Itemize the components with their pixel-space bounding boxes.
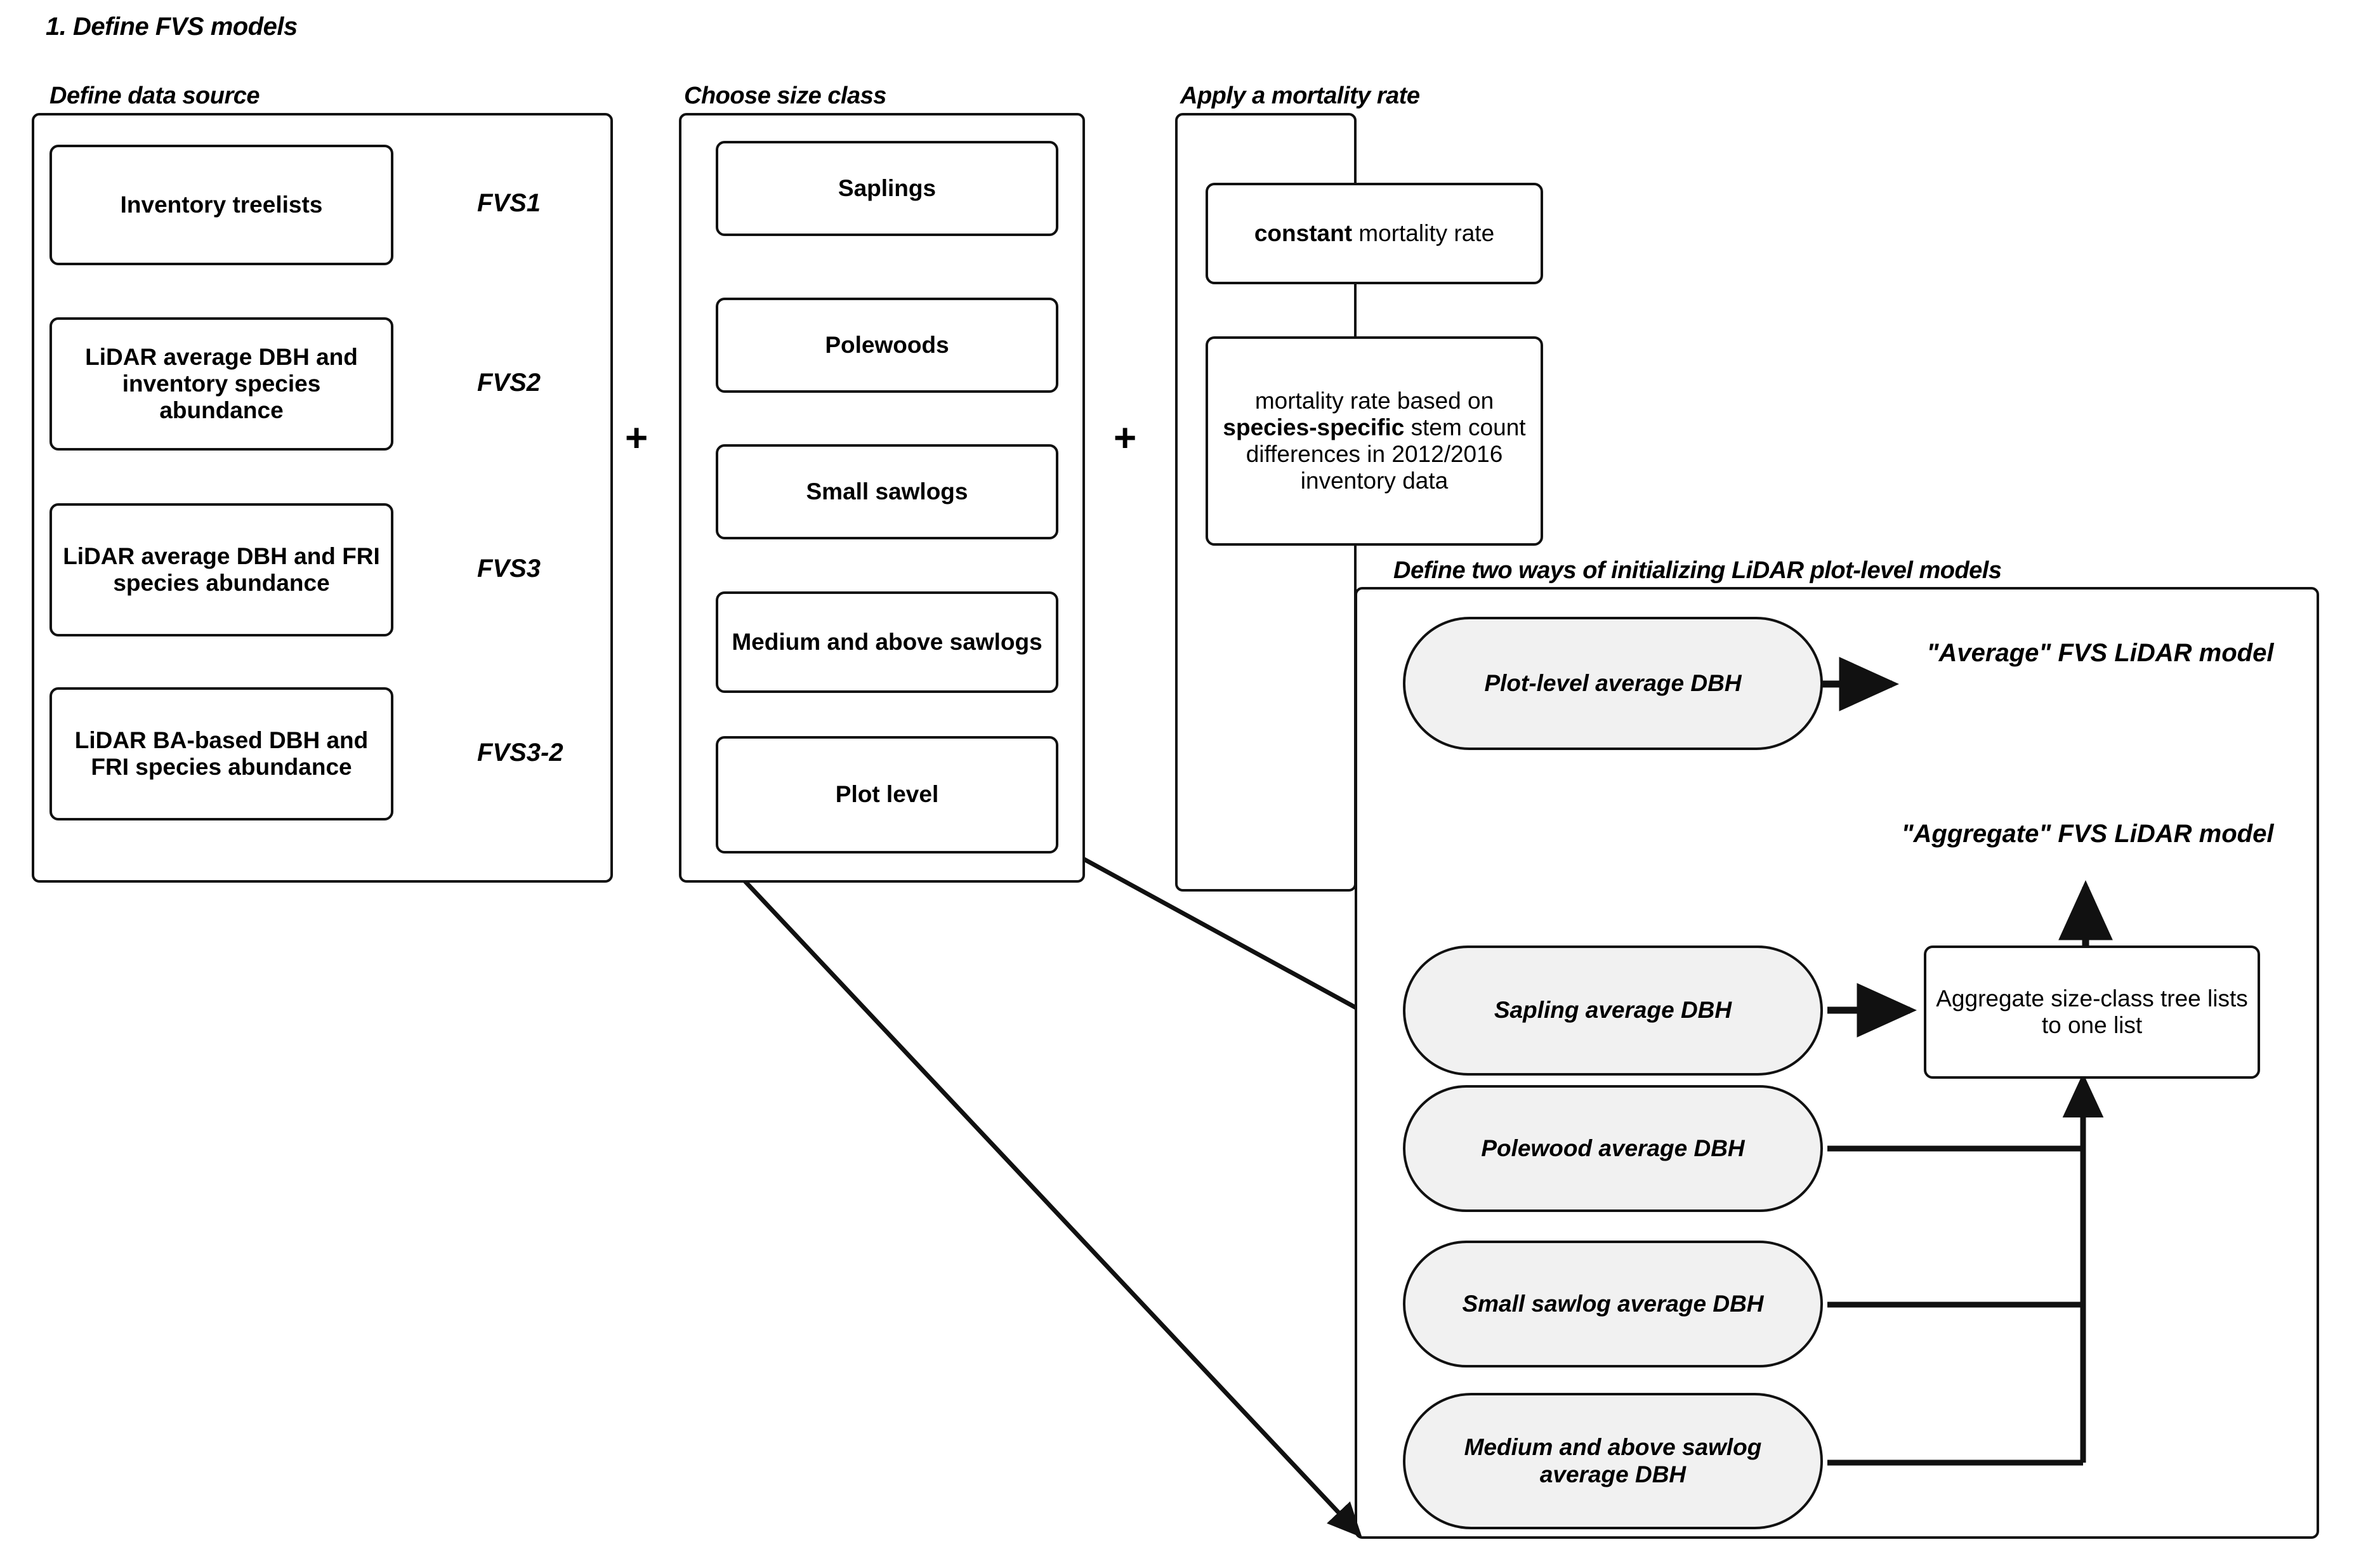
- plus-operator-2: +: [1114, 416, 1137, 460]
- size-class-option-1-label: Saplings: [838, 175, 937, 201]
- data-source-box-1[interactable]: Inventory treelists: [49, 145, 393, 265]
- pill-small-sawlog-average-dbh-label: Small sawlog average DBH: [1462, 1290, 1764, 1317]
- data-source-box-3-label: LiDAR average DBH and FRI species abunda…: [63, 543, 380, 596]
- size-class-option-5[interactable]: Plot level: [716, 736, 1058, 853]
- data-source-box-1-label: Inventory treelists: [120, 191, 323, 218]
- data-source-box-3[interactable]: LiDAR average DBH and FRI species abunda…: [49, 503, 393, 636]
- box-aggregate-size-class-tree-lists-label: Aggregate size-class tree lists to one l…: [1936, 985, 2248, 1038]
- label-aggregate-fvs-lidar-model: "Aggregate" FVS LiDAR model: [1901, 820, 2274, 848]
- pill-sapling-average-dbh[interactable]: Sapling average DBH: [1403, 945, 1823, 1076]
- panel-title-size-class: Choose size class: [684, 82, 886, 109]
- data-source-output-2: FVS2: [477, 369, 541, 397]
- pill-small-sawlog-average-dbh[interactable]: Small sawlog average DBH: [1403, 1241, 1823, 1367]
- data-source-box-4[interactable]: LiDAR BA-based DBH and FRI species abund…: [49, 687, 393, 820]
- data-source-output-3: FVS3: [477, 555, 541, 583]
- mortality-option-constant[interactable]: constant mortality rate: [1206, 183, 1543, 284]
- size-class-option-3[interactable]: Small sawlogs: [716, 444, 1058, 539]
- data-source-box-2[interactable]: LiDAR average DBH and inventory species …: [49, 317, 393, 451]
- pill-medium-and-above-sawlog-average-dbh[interactable]: Medium and above sawlog average DBH: [1403, 1393, 1823, 1529]
- size-class-option-2[interactable]: Polewoods: [716, 298, 1058, 393]
- size-class-option-4[interactable]: Medium and above sawlogs: [716, 591, 1058, 693]
- pill-sapling-average-dbh-label: Sapling average DBH: [1494, 997, 1732, 1024]
- data-source-output-4: FVS3-2: [477, 739, 563, 767]
- size-class-option-3-label: Small sawlogs: [806, 478, 968, 504]
- mortality-species-label: mortality rate based on species-specific…: [1208, 388, 1541, 495]
- pill-polewood-average-dbh[interactable]: Polewood average DBH: [1403, 1085, 1823, 1212]
- plot-level-expansion-lines: [717, 851, 1362, 1538]
- panel-title-lidar-plot-level: Define two ways of initializing LiDAR pl…: [1393, 557, 2002, 584]
- mortality-species-post: stem count differences in 2012/2016 inve…: [1246, 414, 1526, 494]
- size-class-option-2-label: Polewoods: [825, 331, 949, 358]
- step-title: 1. Define FVS models: [46, 13, 298, 41]
- panel-lidar-plot-level: [1355, 587, 2319, 1539]
- mortality-option-constant-label: constant mortality rate: [1248, 220, 1501, 247]
- label-average-fvs-lidar-model: "Average" FVS LiDAR model: [1926, 639, 2274, 667]
- pill-plot-level-average-dbh[interactable]: Plot-level average DBH: [1403, 617, 1823, 750]
- panel-title-data-source: Define data source: [49, 82, 260, 109]
- data-source-box-2-label: LiDAR average DBH and inventory species …: [85, 343, 358, 424]
- mortality-species-bold: species-specific: [1223, 414, 1405, 440]
- box-aggregate-size-class-tree-lists[interactable]: Aggregate size-class tree lists to one l…: [1924, 945, 2260, 1079]
- panel-title-mortality: Apply a mortality rate: [1180, 82, 1420, 109]
- pill-polewood-average-dbh-label: Polewood average DBH: [1481, 1135, 1745, 1161]
- pill-medium-and-above-sawlog-average-dbh-label: Medium and above sawlog average DBH: [1464, 1433, 1762, 1487]
- mortality-option-species-specific[interactable]: mortality rate based on species-specific…: [1206, 336, 1543, 546]
- mortality-constant-bold: constant: [1254, 220, 1353, 246]
- mortality-species-pre: mortality rate based on: [1254, 387, 1494, 414]
- mortality-constant-rest: mortality rate: [1352, 220, 1495, 246]
- size-class-option-1[interactable]: Saplings: [716, 141, 1058, 236]
- data-source-box-4-label: LiDAR BA-based DBH and FRI species abund…: [74, 727, 369, 780]
- size-class-option-4-label: Medium and above sawlogs: [732, 628, 1042, 655]
- data-source-output-1: FVS1: [477, 189, 541, 217]
- plus-operator-1: +: [625, 416, 648, 460]
- pill-plot-level-average-dbh-label: Plot-level average DBH: [1484, 669, 1742, 696]
- size-class-option-5-label: Plot level: [835, 781, 939, 808]
